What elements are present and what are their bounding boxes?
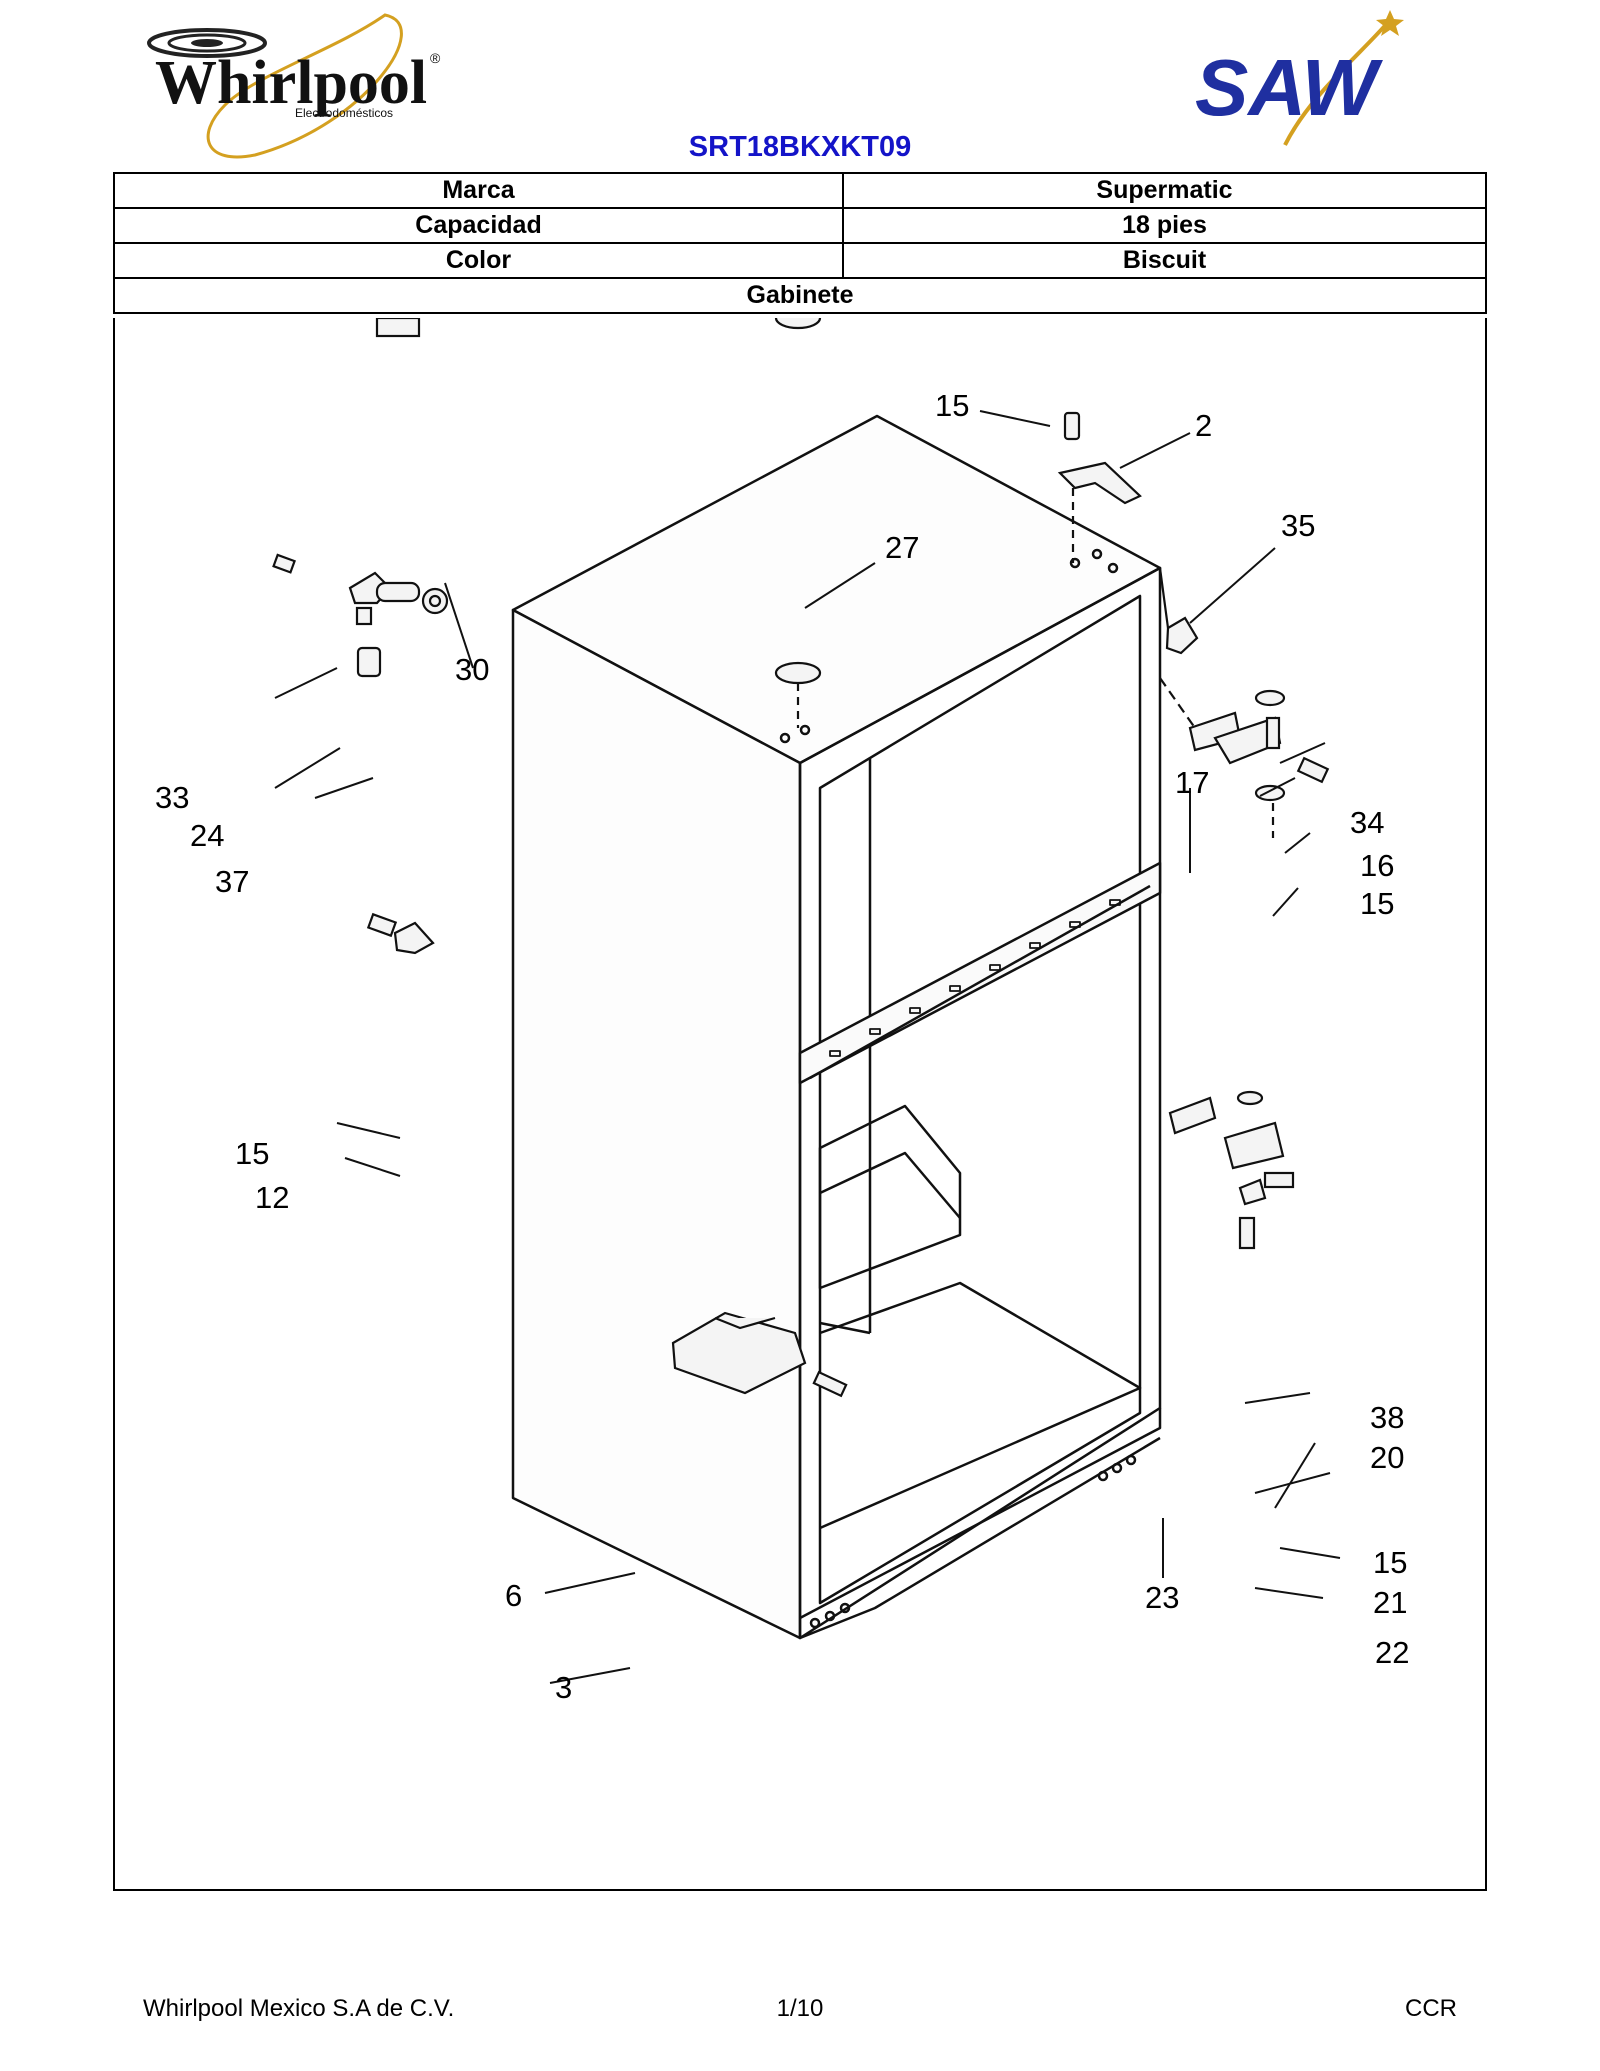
- spec-row: Color Biscuit: [113, 242, 1487, 279]
- parts-drawings: [272, 318, 1330, 1398]
- saw-logo: SAW: [1195, 10, 1404, 146]
- callout-label: 17: [1175, 765, 1209, 800]
- callout-label: 15: [235, 1136, 269, 1171]
- callout-label: 27: [885, 530, 919, 565]
- diagram-frame: [113, 318, 1487, 1891]
- whirlpool-logo-text: Whirlpool: [155, 49, 427, 117]
- callout-label: 30: [455, 652, 489, 687]
- callout-labels: 15 2 35 27 30 33 24 37 17 34 16 15 15 12…: [155, 388, 1409, 1705]
- callout-label: 12: [255, 1180, 289, 1215]
- callout-label: 23: [1145, 1580, 1179, 1615]
- spec-label: Capacidad: [113, 207, 844, 244]
- cabinet-drawing: [511, 414, 1162, 1640]
- spec-value: 18 pies: [842, 207, 1487, 244]
- callout-label: 33: [155, 780, 189, 815]
- callout-label: 34: [1350, 805, 1384, 840]
- footer-company: Whirlpool Mexico S.A de C.V.: [143, 1995, 455, 2022]
- callout-label: 16: [1360, 848, 1394, 883]
- spec-row: Capacidad 18 pies: [113, 207, 1487, 244]
- callout-label: 37: [215, 864, 249, 899]
- callout-label: 35: [1281, 508, 1315, 543]
- spec-value: Supermatic: [842, 172, 1487, 209]
- callout-label: 3: [555, 1670, 572, 1705]
- spec-label: Color: [113, 242, 844, 279]
- model-title: SRT18BKXKT09: [688, 131, 912, 163]
- page-number: 1/10: [776, 1995, 824, 2022]
- callout-label: 24: [190, 818, 224, 853]
- whirlpool-logo-subtext: Electrodomésticos: [295, 106, 393, 120]
- footer-code: CCR: [1405, 1995, 1457, 2022]
- callout-label: 15: [935, 388, 969, 423]
- callout-label: 22: [1375, 1635, 1409, 1670]
- callout-label: 20: [1370, 1440, 1404, 1475]
- section-title: Gabinete: [113, 277, 1487, 314]
- leader-lines: [274, 410, 1341, 1684]
- callout-label: 38: [1370, 1400, 1404, 1435]
- callout-label: 21: [1373, 1585, 1407, 1620]
- callout-label: 2: [1195, 408, 1212, 443]
- spec-row: Marca Supermatic: [113, 172, 1487, 209]
- callout-label: 15: [1373, 1545, 1407, 1580]
- spec-section-row: Gabinete: [113, 277, 1487, 314]
- spec-label: Marca: [113, 172, 844, 209]
- callout-label: 15: [1360, 886, 1394, 921]
- spec-value: Biscuit: [842, 242, 1487, 279]
- callout-label: 6: [505, 1578, 522, 1613]
- registered-mark: ®: [430, 50, 441, 66]
- whirlpool-logo: Whirlpool ® Electrodomésticos: [147, 13, 441, 159]
- saw-logo-text: SAW: [1195, 43, 1384, 132]
- exploded-parts-diagram: 15 2 35 27 30 33 24 37 17 34 16 15 15 12…: [155, 318, 1409, 1705]
- spec-table: Marca Supermatic Capacidad 18 pies Color…: [113, 172, 1487, 314]
